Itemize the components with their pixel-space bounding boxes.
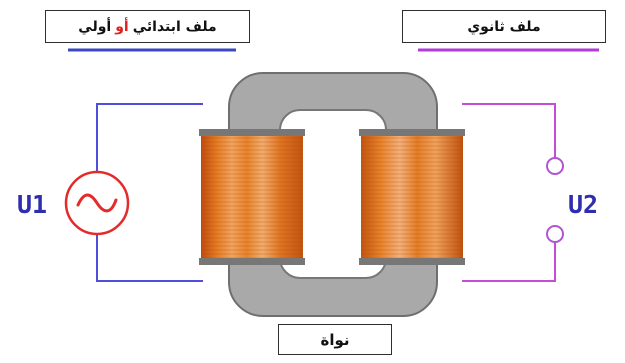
secondary-coil-windings — [361, 136, 463, 258]
output-voltage-label: U2 — [568, 190, 598, 219]
secondary-circuit-wire-upper — [462, 103, 556, 158]
secondary-coil-label: ملف ثانوي — [402, 10, 606, 43]
primary-circuit-wire-lower — [96, 234, 203, 282]
core-label-text: نواة — [320, 330, 350, 349]
primary-coil-label-part1: ملف ابتدائي — [132, 18, 217, 35]
primary-coil-top-cap — [199, 129, 305, 136]
secondary-coil-bottom-cap — [359, 258, 465, 265]
output-terminal-icon — [546, 157, 564, 243]
secondary-circuit-wire-lower — [462, 242, 556, 282]
primary-circuit-wire — [96, 103, 203, 171]
secondary-coil-top-cap — [359, 129, 465, 136]
primary-coil-windings — [201, 136, 303, 258]
primary-coil-label-connector: أو — [115, 18, 129, 35]
core-label: نواة — [278, 324, 392, 355]
primary-coil-label-part2: أولي — [78, 18, 112, 35]
secondary-coil-label-text: ملف ثانوي — [467, 18, 541, 35]
input-voltage-label: U1 — [17, 190, 47, 219]
primary-coil-label: ملف ابتدائي أو أولي — [45, 10, 250, 43]
primary-coil-bottom-cap — [199, 258, 305, 265]
ac-source-icon — [64, 170, 130, 236]
